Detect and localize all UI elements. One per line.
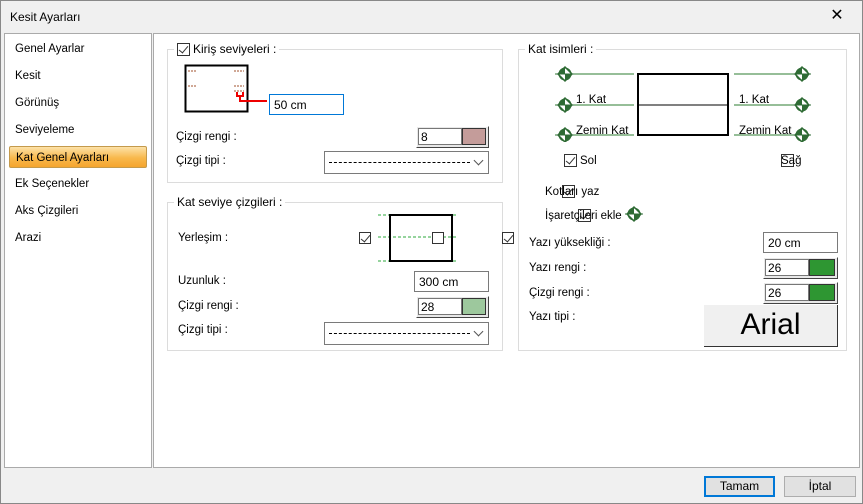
level-line-color-label: Çizgi rengi : — [178, 300, 239, 312]
text-color-label: Yazı rengi : — [529, 262, 587, 274]
markers-label: İşaretçileri ekle — [545, 210, 622, 222]
font-label: Yazı tipi : — [529, 311, 576, 323]
ok-button[interactable]: Tamam — [704, 476, 775, 497]
text-height-input[interactable]: 20 cm — [763, 232, 838, 253]
floor-names-legend: Kat isimleri : — [525, 42, 597, 56]
beam-levels-group: Kiriş seviyeleri : 50 cm Çizgi rengi : 8… — [167, 42, 503, 183]
level-line-color-picker[interactable]: 28 — [416, 296, 489, 318]
beam-line-type-label: Çizgi tipi : — [176, 155, 226, 167]
sidebar-item-kat-genel-ayarlari[interactable]: Kat Genel Ayarları — [9, 146, 147, 168]
beam-levels-legend: Kiriş seviyeleri : — [174, 42, 280, 56]
level-line-type-dropdown[interactable] — [324, 322, 489, 345]
text-height-label: Yazı yüksekliği : — [529, 237, 611, 249]
marker-line-color-number: 26 — [765, 284, 809, 301]
chevron-down-icon — [473, 326, 484, 337]
window-title: Kesit Ayarları — [10, 10, 81, 24]
sidebar-item-genel-ayarlar[interactable]: Genel Ayarlar — [15, 43, 85, 55]
placement-preview-icon — [378, 214, 458, 262]
font-button[interactable]: Arial — [704, 305, 838, 347]
chevron-down-icon — [473, 155, 484, 166]
dim-label: Kotları yaz — [545, 186, 600, 198]
sidebar-item-gorunus[interactable]: Görünüş — [15, 97, 60, 109]
left-floor1-label: 1. Kat — [576, 94, 607, 106]
level-lines-legend: Kat seviye çizgileri : — [174, 195, 286, 209]
sidebar-item-seviyeleme[interactable]: Seviyeleme — [15, 124, 75, 136]
marker-line-color-picker[interactable]: 26 — [763, 282, 838, 304]
floor-names-group: Kat isimleri : 1. Kat Zemin Kat 1. Kat Z… — [518, 42, 847, 351]
level-line-color-number: 28 — [418, 298, 462, 315]
marker-line-color-label: Çizgi rengi : — [529, 287, 590, 299]
text-color-number: 26 — [765, 259, 809, 276]
right-side-label: Sağ — [781, 155, 802, 167]
sidebar-item-arazi[interactable]: Arazi — [15, 232, 42, 244]
marker-icon — [624, 206, 644, 222]
floor-names-preview-icon — [555, 66, 812, 142]
beam-line-color-picker[interactable]: 8 — [416, 126, 489, 148]
beam-line-color-label: Çizgi rengi : — [176, 131, 237, 143]
beam-line-color-number: 8 — [418, 128, 462, 145]
sidebar-item-kesit[interactable]: Kesit — [15, 70, 41, 82]
placement-left-checkbox[interactable] — [359, 232, 371, 244]
left-side-checkbox[interactable] — [564, 154, 577, 167]
beam-levels-checkbox[interactable] — [177, 42, 190, 56]
text-color-swatch — [809, 259, 835, 276]
settings-panel: Kiriş seviyeleri : 50 cm Çizgi rengi : 8… — [153, 33, 860, 468]
beam-line-type-dropdown[interactable] — [324, 151, 489, 174]
right-side-checkbox[interactable] — [781, 154, 795, 167]
left-side-label: Sol — [580, 155, 597, 167]
placement-right-checkbox[interactable] — [501, 232, 514, 244]
sidebar: Genel Ayarlar Kesit Görünüş Seviyeleme K… — [4, 33, 152, 468]
level-lines-group: Kat seviye çizgileri : Yerleşim : Uzunlu… — [167, 195, 514, 351]
close-icon[interactable]: ✕ — [830, 7, 844, 24]
beam-preview-icon — [184, 64, 267, 113]
markers-checkbox[interactable] — [578, 209, 592, 222]
right-ground-label: Zemin Kat — [739, 125, 792, 137]
beam-offset-input[interactable]: 50 cm — [269, 94, 344, 115]
beam-levels-label: Kiriş seviyeleri : — [193, 42, 277, 56]
placement-center-checkbox[interactable] — [432, 232, 445, 244]
cancel-button[interactable]: İptal — [784, 476, 856, 497]
placement-label: Yerleşim : — [178, 232, 229, 244]
level-line-type-label: Çizgi tipi : — [178, 324, 228, 336]
left-ground-label: Zemin Kat — [576, 125, 629, 137]
dim-checkbox[interactable] — [561, 185, 575, 198]
sidebar-item-ek-secenekler[interactable]: Ek Seçenekler — [15, 178, 90, 190]
marker-line-color-swatch — [809, 284, 835, 301]
sidebar-item-aks-cizgileri[interactable]: Aks Çizgileri — [15, 205, 79, 217]
length-input[interactable]: 300 cm — [414, 271, 489, 292]
length-label: Uzunluk : — [178, 275, 226, 287]
level-line-color-swatch — [462, 298, 486, 315]
beam-line-color-swatch — [462, 128, 486, 145]
text-color-picker[interactable]: 26 — [763, 257, 838, 279]
right-floor1-label: 1. Kat — [739, 94, 770, 106]
